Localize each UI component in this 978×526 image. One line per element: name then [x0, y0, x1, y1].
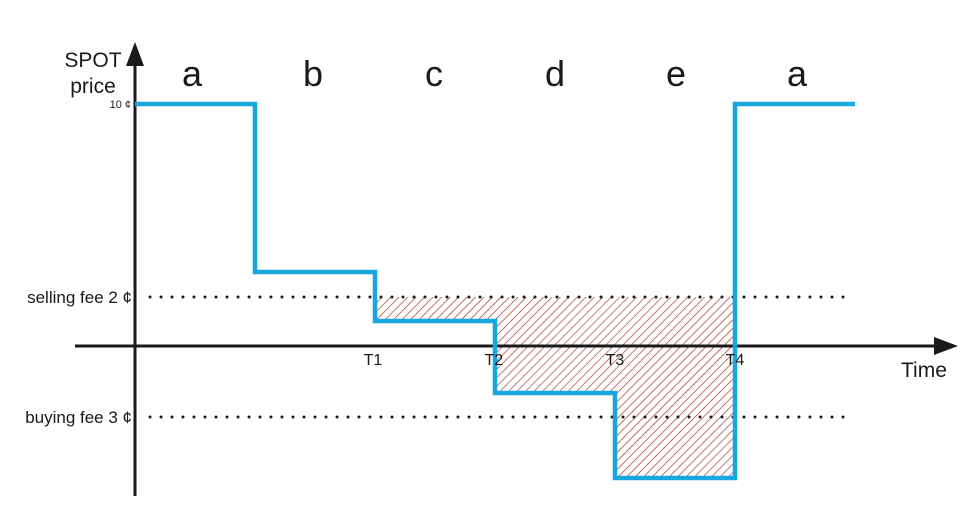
x-axis-title: Time — [901, 359, 947, 382]
y-axis-arrow — [126, 42, 144, 66]
hatched-region — [375, 297, 735, 478]
time-mark-t2: T2 — [485, 352, 504, 369]
buying-fee-label: buying fee 3 ¢ — [25, 408, 132, 427]
price-top-label: 10 ¢ — [110, 99, 131, 111]
period-label-4: d — [545, 53, 565, 94]
period-label-5: e — [666, 53, 686, 94]
time-mark-t1: T1 — [364, 352, 383, 369]
time-mark-t3: T3 — [606, 352, 625, 369]
y-axis-title-line2: price — [70, 75, 116, 98]
period-label-1: a — [182, 53, 203, 94]
spot-price-line — [135, 101, 855, 481]
period-label-2: b — [303, 53, 323, 94]
time-mark-t4: T4 — [726, 352, 745, 369]
y-axis-title-line1: SPOT — [64, 49, 121, 72]
period-label-6: a — [787, 53, 808, 94]
selling-fee-label: selling fee 2 ¢ — [27, 288, 132, 307]
period-label-3: c — [425, 53, 443, 94]
x-axis-arrow — [934, 337, 958, 355]
